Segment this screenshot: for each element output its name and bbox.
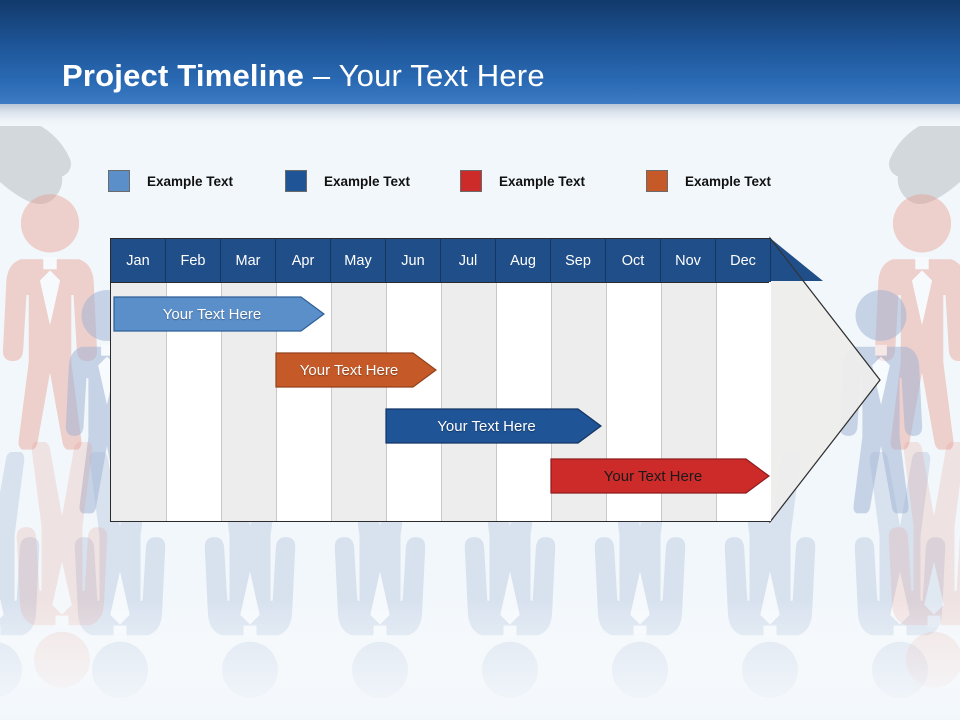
month-header-dec[interactable]: Dec	[716, 239, 771, 282]
legend-item-2[interactable]: Example Text	[285, 168, 410, 194]
timeline-bar-label: Your Text Here	[603, 467, 703, 485]
month-header-feb[interactable]: Feb	[166, 239, 221, 282]
legend-item-3[interactable]: Example Text	[460, 168, 585, 194]
bar-arrow-svg	[275, 352, 437, 388]
hand-graphic-left	[0, 111, 71, 204]
column-divider	[441, 239, 442, 521]
timeline-column-aug	[496, 239, 551, 521]
header-underline	[111, 282, 769, 283]
legend-item-label: Example Text	[147, 173, 234, 189]
timeline-column-feb	[166, 239, 221, 521]
timeline-column-mar	[221, 239, 276, 521]
column-divider	[661, 239, 662, 521]
month-header-oct[interactable]: Oct	[606, 239, 661, 282]
page-title-light: – Your Text Here	[312, 58, 545, 93]
legend-swatch-light-blue	[108, 170, 130, 192]
timeline-bar-3[interactable]: Your Text Here	[385, 408, 602, 444]
bar-arrow-svg	[385, 408, 602, 444]
month-header-sep[interactable]: Sep	[551, 239, 606, 282]
column-divider	[221, 239, 222, 521]
month-header-may[interactable]: May	[331, 239, 386, 282]
timeline-bar-label: Your Text Here	[437, 417, 536, 435]
legend-item-label: Example Text	[499, 173, 586, 189]
legend-swatch-orange	[646, 170, 668, 192]
bar-arrow-svg	[113, 296, 325, 332]
legend-swatch-red	[460, 170, 482, 192]
timeline-bar-label: Your Text Here	[162, 305, 262, 323]
column-divider	[166, 239, 167, 521]
page-title-strong: Project Timeline	[62, 58, 313, 93]
month-header-jul[interactable]: Jul	[441, 239, 496, 282]
column-divider	[551, 239, 552, 521]
timeline-column-jan	[111, 239, 166, 521]
month-header-aug[interactable]: Aug	[496, 239, 551, 282]
legend-item-1[interactable]: Example Text	[108, 168, 233, 194]
legend-item-label: Example Text	[324, 173, 411, 189]
bar-arrow-shape	[385, 408, 602, 444]
bar-arrow-shape	[275, 352, 437, 388]
bar-arrow-svg	[550, 458, 770, 494]
bar-arrow-shape	[113, 296, 325, 332]
legend-item-4[interactable]: Example Text	[646, 168, 771, 194]
hand-graphic-right	[889, 111, 960, 204]
timeline-bar-1[interactable]: Your Text Here	[113, 296, 325, 332]
title-banner	[0, 0, 960, 104]
timeline-column-jul	[441, 239, 496, 521]
page-title: Project Timeline – Your Text Here	[62, 58, 545, 94]
banner-sheen	[0, 104, 960, 126]
timeline-bar-2[interactable]: Your Text Here	[275, 352, 437, 388]
column-divider	[606, 239, 607, 521]
month-header-jan[interactable]: Jan	[111, 239, 166, 282]
month-header-apr[interactable]: Apr	[276, 239, 331, 282]
legend: Example Text Example Text Example Text Exam…	[108, 168, 848, 196]
column-divider	[716, 239, 717, 521]
timeline-bar-4[interactable]: Your Text Here	[550, 458, 770, 494]
month-header-jun[interactable]: Jun	[386, 239, 441, 282]
month-header-mar[interactable]: Mar	[221, 239, 276, 282]
column-divider	[496, 239, 497, 521]
legend-swatch-dark-blue	[285, 170, 307, 192]
timeline-arrow-shape	[755, 236, 881, 524]
timeline-bar-label: Your Text Here	[299, 361, 399, 379]
month-header-nov[interactable]: Nov	[661, 239, 716, 282]
bar-arrow-shape	[550, 458, 770, 494]
legend-item-label: Example Text	[685, 173, 772, 189]
